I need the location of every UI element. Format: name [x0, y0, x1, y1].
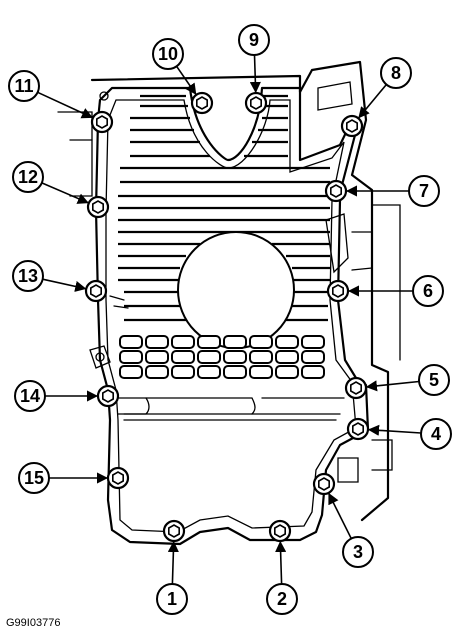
- callout-circle: [14, 380, 46, 412]
- bolts: [84, 91, 370, 543]
- callout-number: 6: [423, 281, 433, 301]
- bolt: [106, 466, 130, 490]
- callout-circle: [8, 70, 40, 102]
- callout-number: 3: [353, 542, 363, 562]
- callout-circle: [12, 161, 44, 193]
- callout-circle: [18, 462, 50, 494]
- lower-pan-detail: [89, 91, 349, 421]
- bolt: [340, 114, 364, 138]
- callout-circle: [418, 364, 450, 396]
- callout-leader: [328, 492, 353, 539]
- bolt: [324, 179, 348, 203]
- bolt: [162, 519, 186, 543]
- callout-8: 8: [358, 57, 412, 119]
- callout-number: 1: [167, 589, 177, 609]
- callout-circle: [12, 260, 44, 292]
- callout-number: 15: [24, 468, 44, 488]
- callout-leader: [42, 278, 87, 292]
- bolt: [346, 417, 370, 441]
- callout-circle: [380, 57, 412, 89]
- bolt: [312, 472, 336, 496]
- callout-circle: [266, 583, 298, 615]
- sump-ribs: [118, 94, 330, 322]
- callout-7: 7: [345, 175, 440, 207]
- callout-number: 2: [277, 589, 287, 609]
- callout-number: 9: [249, 30, 259, 50]
- callout-number: 14: [20, 386, 40, 406]
- callout-9: 9: [238, 24, 270, 94]
- pan-opening-circle: [177, 231, 295, 349]
- callout-leader: [41, 182, 89, 204]
- callout-circle: [238, 24, 270, 56]
- callout-2: 2: [266, 540, 298, 615]
- callout-6: 6: [347, 275, 444, 307]
- bolt: [268, 519, 292, 543]
- callout-number: 10: [158, 44, 178, 64]
- callout-14: 14: [14, 380, 99, 412]
- callout-leader: [37, 91, 94, 119]
- bolt: [96, 384, 120, 408]
- bolt: [86, 195, 110, 219]
- callout-number: 11: [14, 76, 33, 96]
- bolt: [244, 91, 268, 115]
- callout-circle: [412, 275, 444, 307]
- callout-5: 5: [365, 364, 450, 396]
- callout-number: 8: [391, 63, 401, 83]
- callout-circle: [152, 38, 184, 70]
- callout-number: 4: [431, 424, 441, 444]
- bolt: [84, 279, 108, 303]
- callout-10: 10: [152, 38, 197, 95]
- callout-circle: [156, 583, 188, 615]
- bolt: [190, 91, 214, 115]
- callout-leader: [275, 540, 287, 585]
- callout-leader: [249, 54, 261, 94]
- callout-13: 13: [12, 260, 87, 292]
- callout-leader: [365, 380, 420, 392]
- callout-leader: [358, 83, 388, 119]
- oil-pan-flange: [94, 86, 370, 546]
- callout-3: 3: [328, 492, 374, 568]
- callout-leader: [167, 540, 179, 585]
- callout-number: 13: [18, 266, 38, 286]
- callout-circle: [342, 536, 374, 568]
- callout-circle: [408, 175, 440, 207]
- callout-leader: [175, 65, 197, 95]
- bolt: [326, 279, 350, 303]
- baffle-grid: [119, 335, 325, 379]
- figure-id: G99I03776: [6, 617, 60, 629]
- callout-number: 7: [419, 181, 429, 201]
- callout-15: 15: [18, 462, 109, 494]
- callout-1: 1: [156, 540, 188, 615]
- callout-12: 12: [12, 161, 89, 204]
- callout-4: 4: [367, 418, 452, 450]
- callout-number: 12: [18, 167, 38, 187]
- callout-leader: [367, 424, 422, 436]
- bolt: [344, 376, 368, 400]
- callout-number: 5: [429, 370, 439, 390]
- callout-circle: [420, 418, 452, 450]
- bolt: [90, 110, 114, 134]
- callout-11: 11: [8, 70, 94, 119]
